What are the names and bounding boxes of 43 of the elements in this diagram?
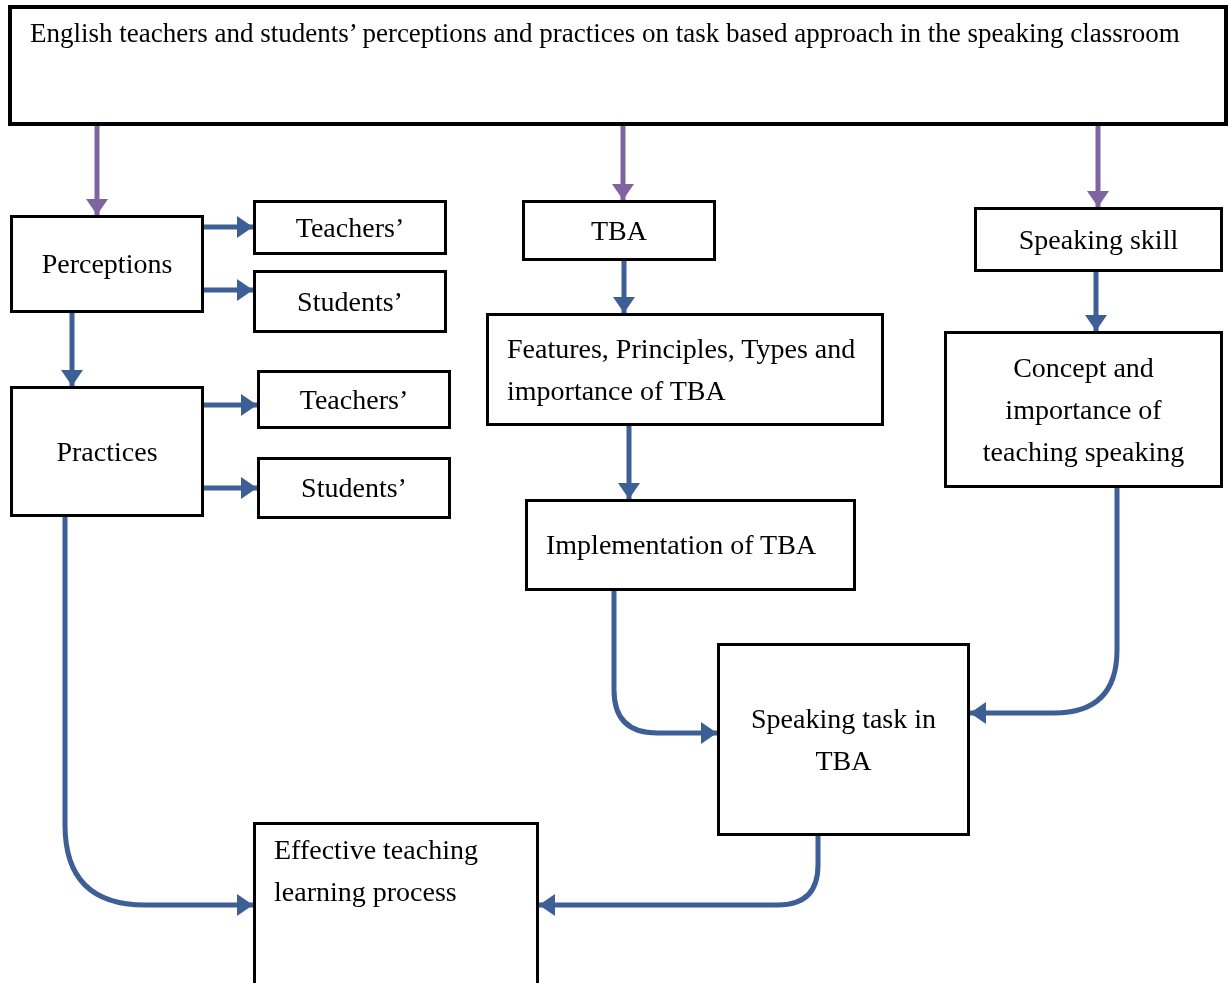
box-label: Speaking task in TBA <box>749 701 938 778</box>
arrow <box>204 279 253 301</box>
process-box <box>522 200 716 261</box>
arrow <box>970 488 1120 724</box>
process-box <box>253 822 539 983</box>
arrow <box>611 591 717 744</box>
box-label: Effective teaching learning process <box>274 833 479 909</box>
box-label: Practices <box>56 434 158 469</box>
process-box <box>253 270 447 333</box>
box-label: English teachers and students’ perceptions and practices on task based approach in the speaking classroom <box>30 17 1180 50</box>
box-label: TBA <box>591 213 647 248</box>
box-label: Implementation of TBA <box>546 528 817 562</box>
box-label: Teachers’ <box>299 382 409 417</box>
process-box <box>525 499 856 591</box>
box-label: Features, Principles, Types and importance of TBA <box>507 331 857 408</box>
arrow <box>61 313 83 386</box>
box-label: Perceptions <box>41 247 173 281</box>
arrow <box>86 126 108 215</box>
process-box <box>974 207 1223 272</box>
box-label: Students’ <box>301 471 407 505</box>
arrow <box>62 517 253 916</box>
arrow <box>204 216 253 238</box>
process-box <box>257 370 451 429</box>
process-box <box>944 331 1223 488</box>
box-label: Speaking skill <box>1018 222 1179 257</box>
process-box <box>8 5 1228 126</box>
arrow <box>618 426 640 499</box>
arrow <box>204 477 257 499</box>
arrow <box>613 261 635 313</box>
process-box <box>10 215 204 313</box>
arrow <box>1087 126 1109 207</box>
box-label: Concept and importance of teaching speaking <box>981 350 1186 469</box>
process-box <box>486 313 884 426</box>
arrow <box>1085 272 1107 331</box>
box-label: Students’ <box>297 284 403 319</box>
process-box <box>10 386 204 517</box>
process-box <box>717 643 970 836</box>
process-box <box>257 457 451 519</box>
process-box <box>253 200 447 255</box>
arrow <box>539 836 821 916</box>
arrow <box>204 394 257 416</box>
box-label: Teachers’ <box>295 210 405 245</box>
arrow <box>612 126 634 200</box>
